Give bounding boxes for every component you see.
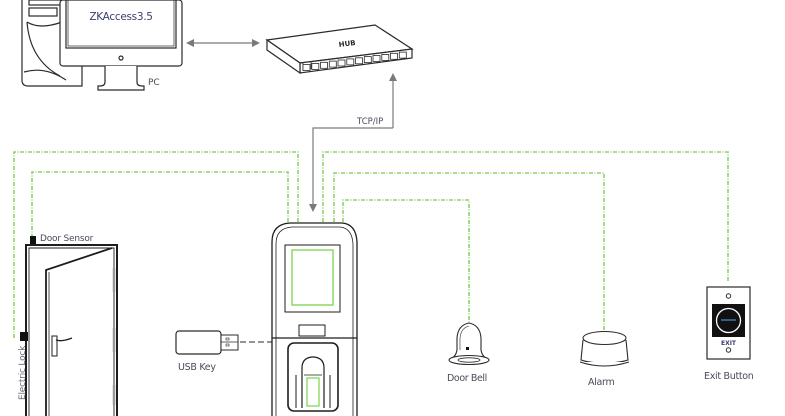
hub-port xyxy=(328,60,337,68)
wire-door-bell xyxy=(342,199,470,322)
door-bell-label: Door Bell xyxy=(447,373,487,384)
pc-monitor-screen xyxy=(65,0,177,49)
pc-icon xyxy=(21,0,183,91)
exit-button-face-text: EXIT xyxy=(721,340,737,347)
hub-label: HUB xyxy=(338,39,356,49)
fingerprint-sensor xyxy=(306,377,320,407)
pc-monitor-stand xyxy=(97,66,145,91)
bell-body xyxy=(451,322,487,359)
hub-port xyxy=(363,56,372,63)
wire-exit-button xyxy=(322,151,729,282)
hub-side xyxy=(266,38,301,75)
hub-port xyxy=(302,64,311,71)
hub-port xyxy=(346,58,355,66)
hub-port xyxy=(311,63,320,70)
hub-port xyxy=(398,51,407,59)
green-wires xyxy=(13,151,729,338)
door-sensor-block xyxy=(30,236,36,244)
wire-alarm xyxy=(333,172,605,330)
door-icon xyxy=(20,236,118,416)
alarm-siren-icon xyxy=(579,330,630,367)
fingerprint-terminal-icon xyxy=(271,222,358,416)
door-leaf xyxy=(45,247,113,416)
terminal-sensor-window xyxy=(298,324,326,337)
pc-power-button xyxy=(118,55,124,61)
bell-icon xyxy=(448,322,490,366)
hub-port xyxy=(355,57,363,65)
door-sensor-label: Door Sensor xyxy=(40,234,94,244)
electric-lock-block xyxy=(20,332,28,341)
wire-door-sensor xyxy=(31,171,289,236)
exit-button-icon xyxy=(706,286,751,360)
door-handle-plate xyxy=(51,335,58,357)
wire-electric-lock xyxy=(13,151,299,338)
pc-screen-text: ZKAccess3.5 xyxy=(89,11,152,23)
hub-port xyxy=(381,54,390,61)
exit-button-label: Exit Button xyxy=(704,371,754,382)
door-handle xyxy=(55,337,73,342)
usb-body xyxy=(175,330,222,355)
alarm-label: Alarm xyxy=(588,377,614,388)
hub-ports xyxy=(302,51,407,71)
usb-key-icon xyxy=(175,330,239,355)
hub-port xyxy=(320,61,328,69)
usb-key-label: USB Key xyxy=(178,362,216,373)
door-frame xyxy=(25,244,118,416)
alarm-top xyxy=(582,330,627,346)
exit-button-ring xyxy=(715,307,742,334)
hub-port xyxy=(372,55,381,62)
pc-tower-drive xyxy=(28,0,62,6)
pc-tower xyxy=(21,0,83,87)
hub-port xyxy=(337,59,346,67)
tcpip-label: TCP/IP xyxy=(356,117,383,127)
usb-connector xyxy=(220,334,239,351)
pc-tower-drive-2 xyxy=(28,7,58,17)
hub-port xyxy=(390,52,398,60)
terminal-screen xyxy=(291,249,334,306)
electric-lock-label: Electric Lock xyxy=(18,345,28,400)
pc-label: PC xyxy=(148,78,160,88)
tcpip-connection-line xyxy=(309,127,393,212)
